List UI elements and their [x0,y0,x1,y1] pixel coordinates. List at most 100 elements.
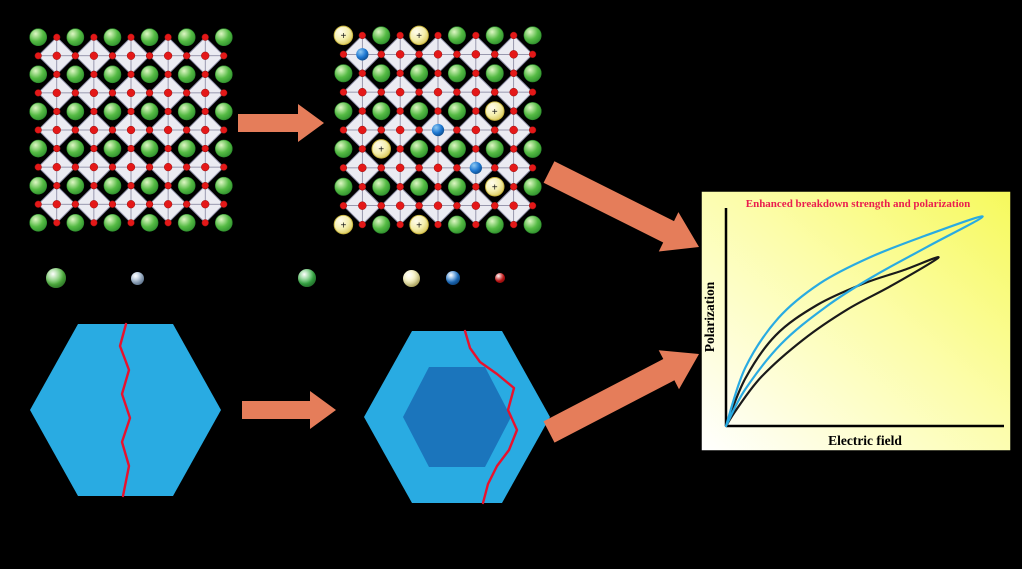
b-site-ion [201,200,210,209]
a-site-ion [485,26,504,45]
oxygen-ion [472,183,480,191]
a-site-ion [140,65,159,84]
a-site-ion [140,213,159,232]
oxygen-ion [491,164,499,172]
oxygen-ion [510,183,518,191]
oxygen-ion [510,107,518,115]
oxygen-ion [183,163,191,171]
plain-grain-svg [30,322,221,498]
oxygen-ion [220,89,228,97]
oxygen-ion [220,52,228,60]
oxygen-ion [71,200,79,208]
oxygen-ion [53,70,61,78]
b-site-ion [52,200,61,209]
b-site-ion [89,162,99,172]
oxygen-ion [528,50,537,58]
a-site-ion [29,65,48,84]
oxygen-ion [71,89,79,97]
oxygen-ion [164,182,172,190]
b-site-ion [201,125,210,135]
oxygen-ion [528,164,537,172]
oxygen-ion [34,89,42,97]
oxygen-ion [183,126,191,134]
a-site-ion [140,139,159,158]
oxygen-ion [528,202,537,210]
oxygen-ion [220,163,228,171]
a-site-ion [485,139,504,158]
oxygen-ion [510,145,518,153]
oxygen-ion [377,164,385,172]
b-site-ion [52,88,61,98]
a-site-ion [523,215,542,234]
oxygen-ion [34,126,42,134]
b-site-dopant-ion [356,48,369,61]
oxygen-ion [220,126,228,134]
b-site-ion [89,88,99,98]
a-site-ion [66,102,85,121]
oxygen-and-bsite-ions [339,31,537,229]
oxygen-ion [358,107,366,115]
deflected-crack-line [463,329,519,505]
oxygen-ion [108,200,117,208]
b-site-ion [52,125,61,135]
a-site-ion [214,102,233,121]
a-site-ion [334,177,353,196]
pe-loops [724,215,984,428]
b-site-ion [201,51,210,60]
oxygen-ion [164,33,172,41]
oxygen-ion [145,126,154,134]
a-site-ion [214,213,233,232]
a-site-ion [447,177,466,196]
oxygen-ion [491,202,499,210]
oxygen-ion [358,69,366,77]
a-site-ion [334,64,353,83]
oxygen-ion [472,31,480,40]
oxygen-ion [358,183,366,191]
b-site-ion [471,50,481,59]
a-site-ion [66,139,85,158]
a-site-ion [334,139,353,158]
oxygen-ion [415,50,423,58]
a-site-ion [103,176,122,195]
core-hexagon [403,367,511,467]
oxygen-ion [377,88,385,96]
a-site-ion [66,213,85,232]
a-site-ion [177,176,196,195]
a-site-dopant-ion [485,101,505,121]
plus-charge-symbol: + [340,31,346,42]
pe-modified-loop [724,215,984,428]
a-site-ion [103,139,122,158]
chart-title: Enhanced breakdown strength and polariza… [746,198,971,210]
oxygen-ion [108,126,117,134]
b-site-ion [126,162,136,172]
oxygen-ion [396,220,404,229]
a-site-ion [177,65,196,84]
a-site-ion [214,139,233,158]
a-site-ion [214,176,233,195]
a-site-ion [29,176,48,195]
oxygen-ion [90,182,98,190]
a-site-ion [485,64,504,83]
oxygen-ion [34,52,42,60]
oxygen-ion [453,202,461,210]
oxygen-ion [90,107,98,116]
a-site-ion [29,213,48,232]
pe-chart-panel: Enhanced breakdown strength and polariza… [700,190,1012,452]
oxygen-ion [90,33,98,41]
oxygen-ion [71,52,79,60]
a-site-ion [372,64,391,83]
oxygen-ion [396,69,404,77]
legend-sphere-a-site-dopant [403,269,420,287]
a-site-ion [66,65,85,84]
oxygen-ion [201,70,209,78]
oxygen-ion [472,69,480,77]
oxygen-ion [377,50,385,58]
b-site-ion [433,163,443,173]
a-site-ion [447,26,466,45]
a-site-ion [523,64,542,83]
b-site-ion [52,51,61,60]
oxygen-ion [90,70,98,78]
b-site-ion [201,162,210,172]
a-site-ion [372,215,391,234]
oxygen-ion [201,182,209,190]
